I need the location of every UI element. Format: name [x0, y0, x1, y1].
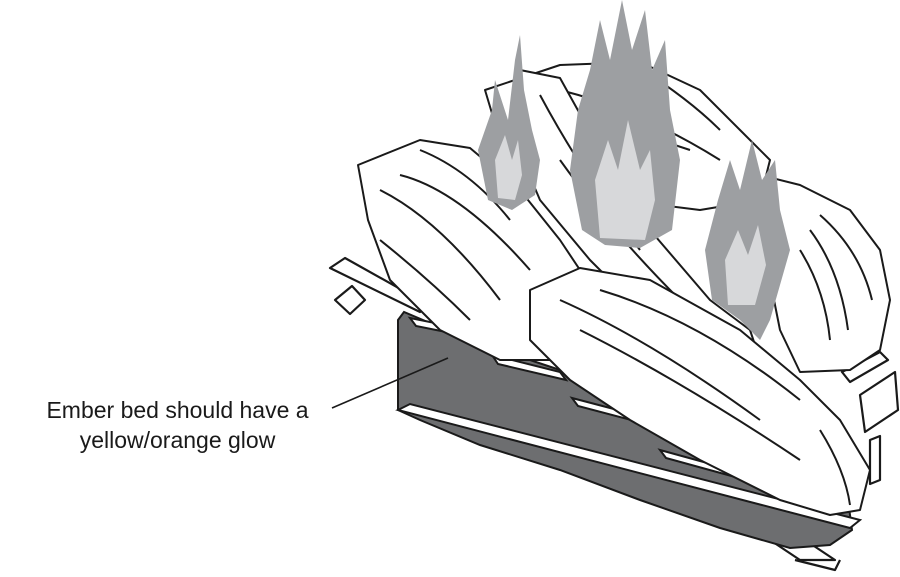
callout-line-2: yellow/orange glow: [0, 425, 355, 455]
callout-line-1: Ember bed should have a: [0, 395, 355, 425]
ember-bed-callout: Ember bed should have a yellow/orange gl…: [0, 395, 355, 455]
